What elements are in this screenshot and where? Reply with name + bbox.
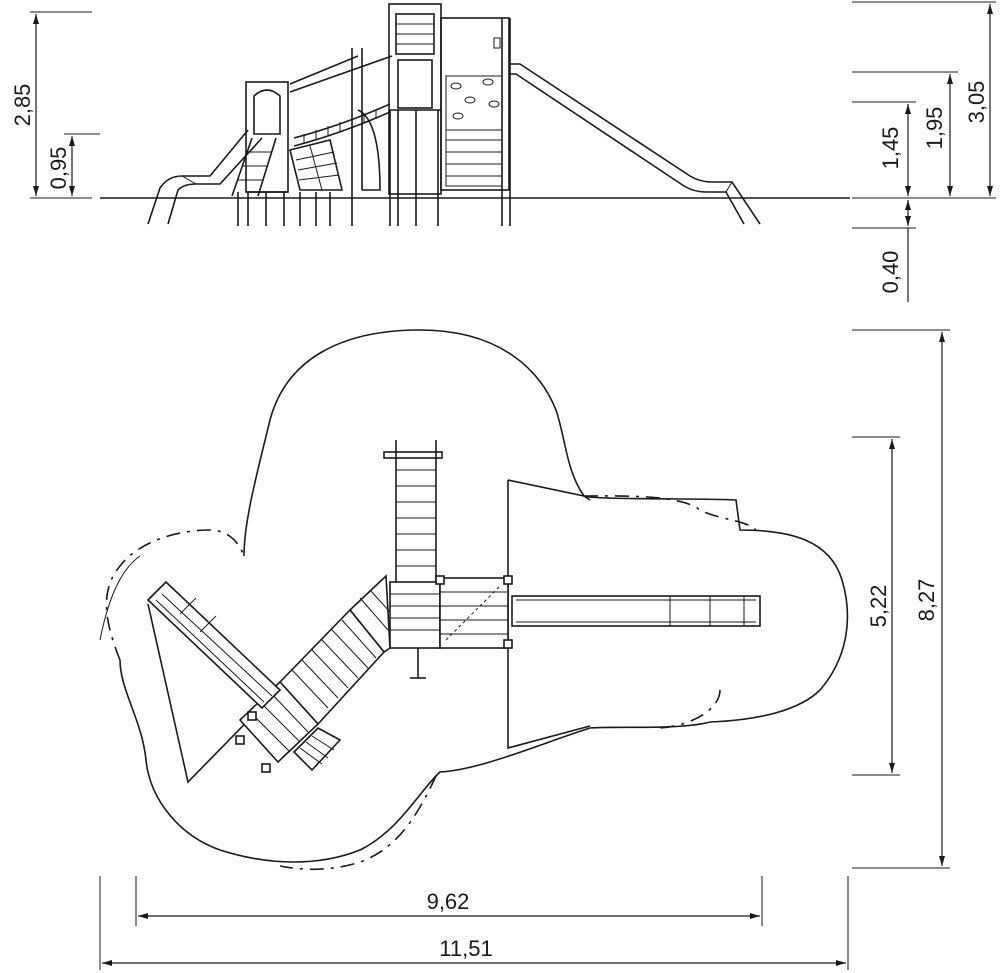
- dimension-label-5-22: 5,22: [866, 585, 891, 628]
- left-slide: [147, 129, 263, 225]
- dimension-label-11-51: 11,51: [439, 936, 492, 961]
- dimension-plan-overall-length: 11,51: [99, 876, 849, 970]
- suspension-bridge: [289, 48, 393, 226]
- plan-view: 5,22 8,27 9,62 11,51: [99, 329, 950, 970]
- dimension-label-9-62: 9,62: [427, 889, 470, 914]
- dimension-label-3-05: 3,05: [964, 81, 989, 124]
- dimension-label-2-85: 2,85: [10, 84, 35, 127]
- dimension-label-1-95: 1,95: [922, 107, 947, 150]
- safety-zone-outline-dashed-left: [105, 529, 245, 661]
- left-tower: [231, 81, 331, 226]
- dimension-heights-right: 3,05 1,95 1,45 0,40: [852, 1, 996, 302]
- middle-climber: [289, 139, 344, 191]
- dimension-label-0-40: 0,40: [878, 251, 903, 294]
- safety-zone-outline-dashed-bottom: [279, 775, 437, 871]
- dimension-plan-overall-width: 8,27: [852, 329, 950, 869]
- dimension-plan-width: 5,22: [852, 436, 900, 776]
- plan-platforms: [389, 575, 513, 679]
- right-slide-zone: [507, 479, 591, 750]
- safety-zone-outline-dashed-right-bottom: [659, 689, 721, 729]
- plan-right-slide: [511, 595, 761, 627]
- main-tower: [388, 3, 442, 226]
- plan-ladder: [383, 440, 443, 584]
- side-elevation: 2,85 0,95 3,05 1,95 1,45 0,40: [10, 1, 996, 302]
- safety-zone-outline-dashed-right: [583, 495, 757, 531]
- right-slide: [510, 63, 761, 225]
- dimension-height-left: 2,85: [10, 11, 92, 199]
- dimension-label-1-45: 1,45: [878, 127, 903, 170]
- dimension-plan-length: 9,62: [135, 876, 763, 926]
- safety-zone-outline: [119, 329, 849, 863]
- climbing-wall-tower: [440, 17, 511, 226]
- plan-left-slide: [146, 580, 282, 710]
- dimension-label-0-95: 0,95: [46, 147, 71, 190]
- dimension-platform-left: 0,95: [46, 133, 100, 196]
- dimension-label-8-27: 8,27: [914, 579, 939, 622]
